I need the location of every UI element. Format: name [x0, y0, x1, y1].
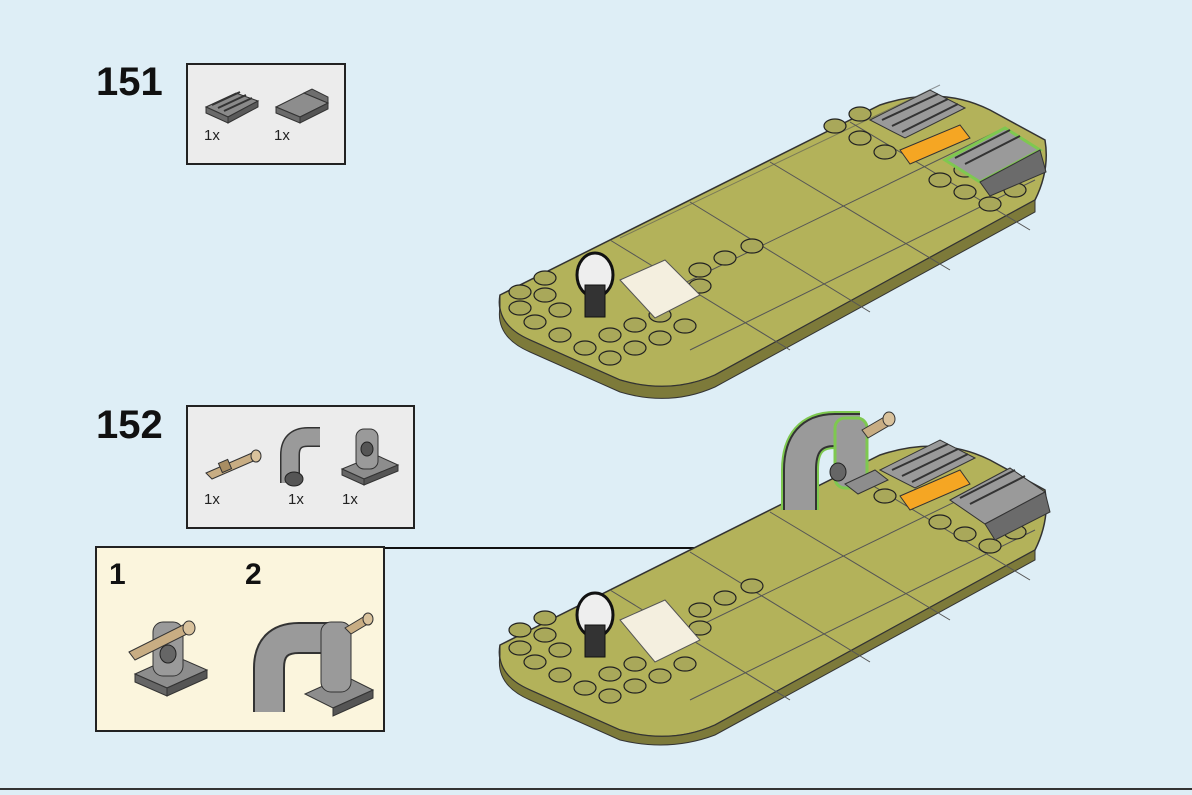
page-footer-rule — [0, 788, 1192, 790]
assembly-step-152 — [490, 400, 1070, 745]
